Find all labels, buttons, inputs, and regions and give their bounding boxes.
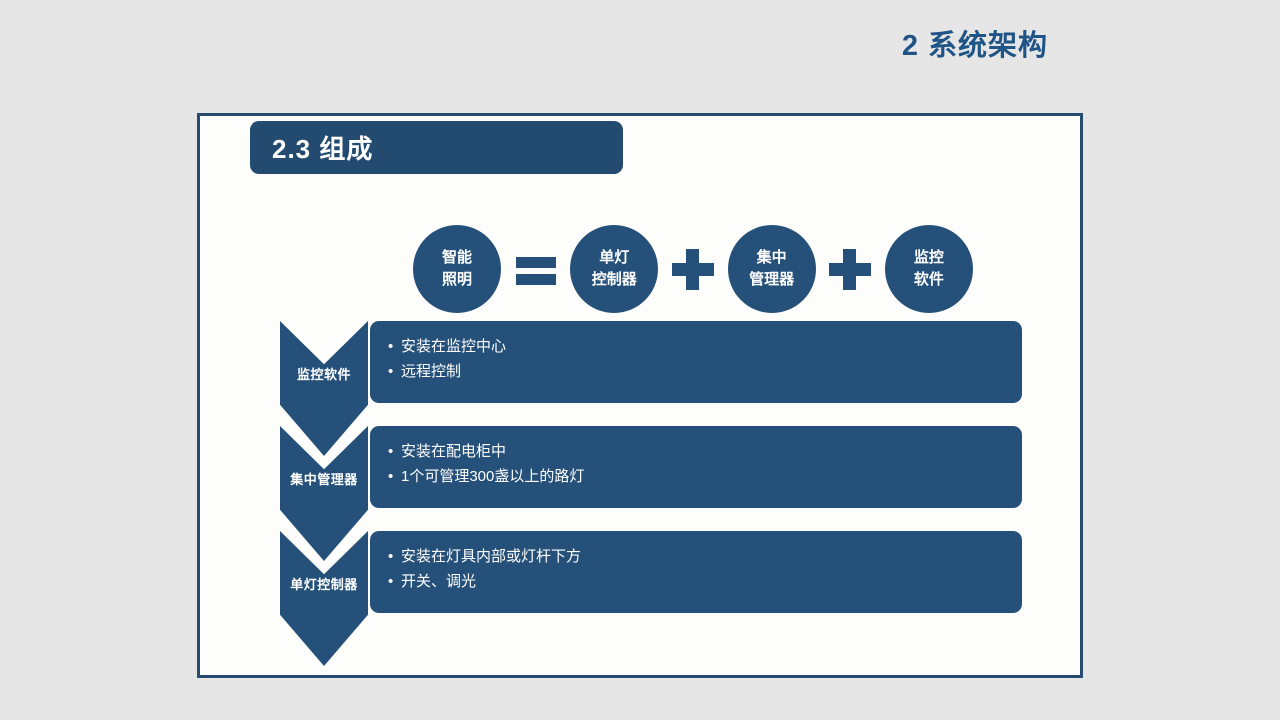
list-item: 开关、调光 xyxy=(388,570,1022,595)
detail-row-label: 集中管理器 xyxy=(290,472,358,487)
list-item: 安装在监控中心 xyxy=(388,335,1022,360)
list-item: 安装在灯具内部或灯杆下方 xyxy=(388,545,1022,570)
circle-line-1: 集中 xyxy=(756,249,787,267)
equation-circle-monitoring-software: 监控 软件 xyxy=(884,225,973,313)
equation-row: 智能 照明 单灯 控制器 集中 管理器 监控 软件 xyxy=(413,221,973,317)
section-header: 2.3 组成 xyxy=(250,121,623,174)
detail-bar: 安装在监控中心 远程控制 xyxy=(370,321,1022,403)
page-title: 2 系统架构 xyxy=(901,30,1048,62)
equation-circle-intelligent-lighting: 智能 照明 xyxy=(413,225,501,313)
section-header-label: 2.3 组成 xyxy=(272,134,374,164)
circle-line-2: 管理器 xyxy=(749,271,795,288)
content-frame: 2.3 组成 智能 照明 单灯 控制器 集中 管理器 监控 软件 监控软件 安装… xyxy=(197,113,1083,678)
plus-icon xyxy=(671,248,714,290)
circle-line-1: 监控 xyxy=(913,249,944,267)
circle-line-1: 智能 xyxy=(441,249,472,267)
bullet-list: 安装在配电柜中 1个可管理300盏以上的路灯 xyxy=(370,440,1022,490)
list-item: 1个可管理300盏以上的路灯 xyxy=(388,465,1022,490)
list-item: 安装在配电柜中 xyxy=(388,440,1022,465)
equation-circle-single-lamp-controller: 单灯 控制器 xyxy=(570,225,659,313)
circle-line-2: 软件 xyxy=(913,271,944,288)
detail-row-label: 监控软件 xyxy=(296,367,351,382)
circle-line-2: 控制器 xyxy=(591,271,637,288)
circle-line-2: 照明 xyxy=(441,271,472,288)
detail-row-label: 单灯控制器 xyxy=(290,577,358,592)
bullet-list: 安装在灯具内部或灯杆下方 开关、调光 xyxy=(370,545,1022,595)
detail-row: 单灯控制器 安装在灯具内部或灯杆下方 开关、调光 xyxy=(280,531,1022,666)
list-item: 远程控制 xyxy=(388,360,1022,385)
plus-icon xyxy=(829,248,872,290)
detail-row: 集中管理器 安装在配电柜中 1个可管理300盏以上的路灯 xyxy=(280,426,1022,561)
detail-bar: 安装在配电柜中 1个可管理300盏以上的路灯 xyxy=(370,426,1022,508)
detail-bar: 安装在灯具内部或灯杆下方 开关、调光 xyxy=(370,531,1022,613)
circle-line-1: 单灯 xyxy=(599,249,630,267)
equation-circle-central-manager: 集中 管理器 xyxy=(727,225,816,313)
equals-icon xyxy=(515,248,557,290)
bullet-list: 安装在监控中心 远程控制 xyxy=(370,335,1022,385)
detail-row: 监控软件 安装在监控中心 远程控制 xyxy=(280,321,1022,456)
